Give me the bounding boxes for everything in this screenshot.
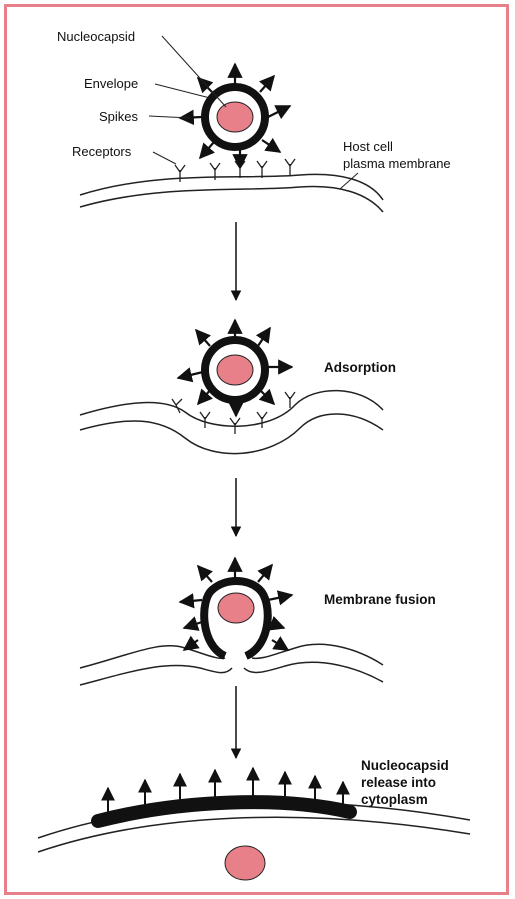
stage-initial: Nucleocapsid Envelope Spikes Receptors H… [57, 29, 451, 212]
label-plasma-membrane: plasma membrane [343, 156, 451, 171]
label-receptors: Receptors [72, 144, 132, 159]
label-nucleocapsid: Nucleocapsid [57, 29, 135, 44]
label-membrane-fusion: Membrane fusion [324, 592, 436, 607]
label-release-line1: Nucleocapsid [361, 758, 449, 773]
label-spikes: Spikes [99, 109, 139, 124]
nucleocapsid [217, 102, 253, 132]
label-envelope: Envelope [84, 76, 138, 91]
host-membrane [80, 174, 383, 200]
stage-membrane-fusion: Membrane fusion [80, 558, 436, 685]
stage-adsorption: Adsorption [80, 320, 396, 454]
released-nucleocapsid [225, 846, 265, 880]
label-release-line3: cytoplasm [361, 792, 428, 807]
stage-release: Nucleocapsid release into cytoplasm [38, 758, 470, 880]
receptors [175, 159, 295, 182]
label-release-line2: release into [361, 775, 436, 790]
label-adsorption: Adsorption [324, 360, 396, 375]
label-host-cell: Host cell [343, 139, 393, 154]
